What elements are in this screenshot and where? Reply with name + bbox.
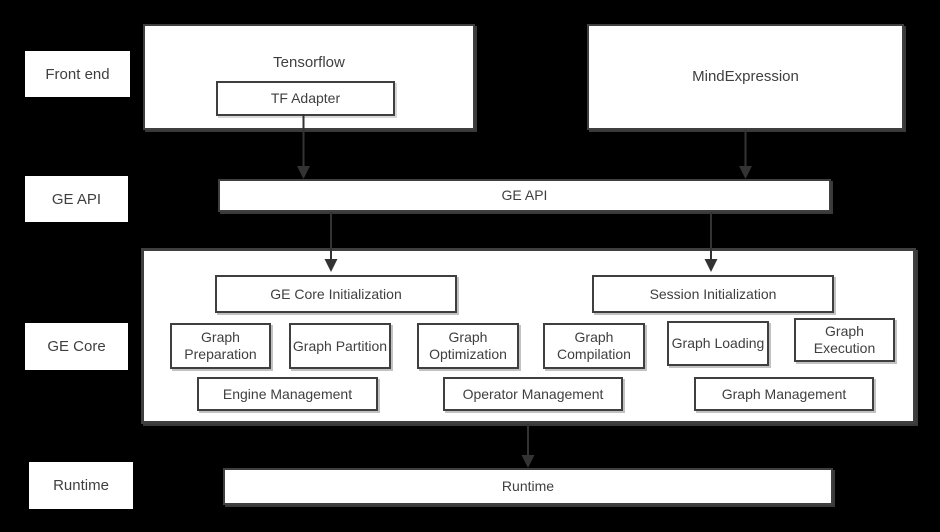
graph-partition-box: Graph Partition bbox=[289, 323, 391, 369]
graph-optimization-box: Graph Optimization bbox=[417, 323, 519, 369]
graph-management-box: Graph Management bbox=[694, 377, 874, 411]
graph-loading-box: Graph Loading bbox=[667, 321, 769, 366]
ge-core-initialization-box: GE Core Initialization bbox=[215, 275, 457, 313]
mindexpression-box: MindExpression bbox=[587, 24, 904, 130]
engine-management-box: Engine Management bbox=[197, 377, 378, 411]
runtime-bar: Runtime bbox=[223, 468, 833, 505]
tensorflow-label: Tensorflow bbox=[273, 54, 345, 71]
graph-execution-box: Graph Execution bbox=[794, 318, 895, 362]
session-initialization-box: Session Initialization bbox=[592, 275, 834, 313]
ge-api-bar: GE API bbox=[218, 179, 831, 212]
row-label-front-end: Front end bbox=[25, 51, 130, 97]
graph-preparation-box: Graph Preparation bbox=[170, 323, 271, 369]
row-label-ge-core: GE Core bbox=[25, 323, 128, 370]
ge-core-box: GE Core Initialization Session Initializ… bbox=[141, 248, 916, 424]
operator-management-box: Operator Management bbox=[443, 377, 623, 411]
row-label-ge-api: GE API bbox=[25, 176, 128, 222]
tf-adapter-box: TF Adapter bbox=[216, 81, 395, 116]
row-label-runtime: Runtime bbox=[29, 462, 133, 509]
tensorflow-box: Tensorflow TF Adapter bbox=[143, 24, 475, 130]
graph-compilation-box: Graph Compilation bbox=[543, 323, 645, 369]
